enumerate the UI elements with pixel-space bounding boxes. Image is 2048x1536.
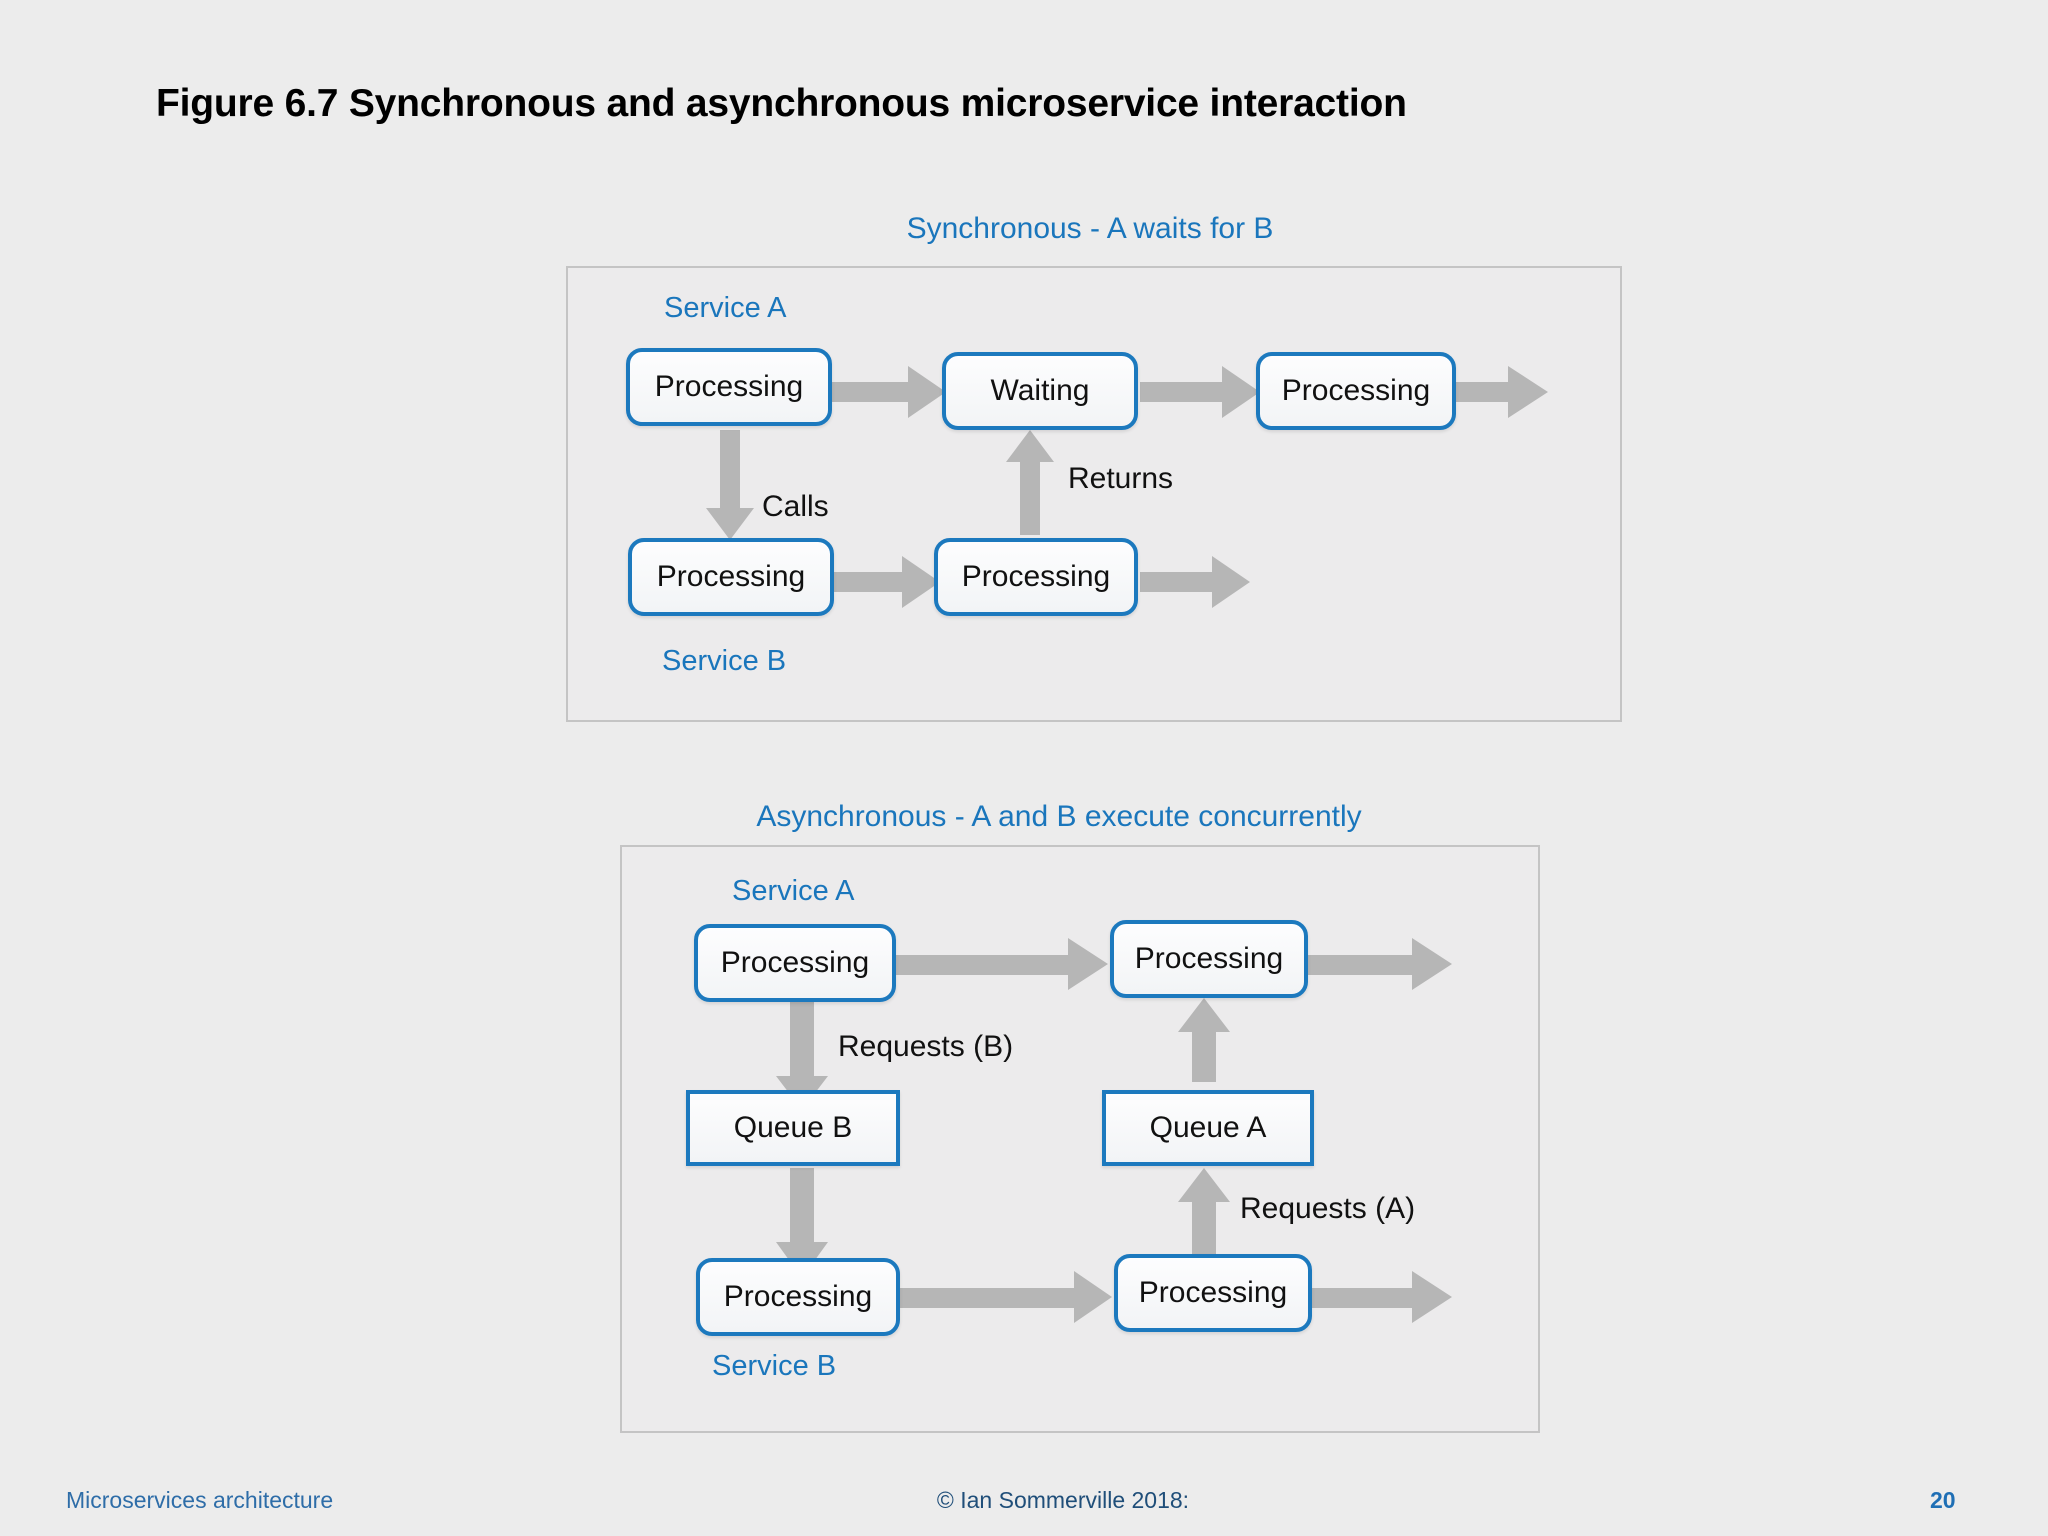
node-label: Processing <box>723 1280 873 1313</box>
node-async-b1[interactable]: Processing <box>696 1258 900 1336</box>
service-a-label-synchronous: Service A <box>664 292 787 324</box>
node-label: Processing <box>961 560 1111 593</box>
edge-label-returns: Returns <box>1068 462 1174 495</box>
node-async-a1[interactable]: Processing <box>694 924 896 1002</box>
edge-label-calls: Calls <box>762 490 829 523</box>
footer-left-text: Microservices architecture <box>66 1487 334 1513</box>
node-label: Waiting <box>990 374 1090 407</box>
node-sync-a2[interactable]: Waiting <box>942 352 1138 430</box>
service-b-label-asynchronous: Service B <box>712 1350 837 1382</box>
node-label: Queue A <box>1149 1111 1267 1144</box>
footer-copyright-text: © Ian Sommerville 2018: <box>936 1487 1190 1513</box>
node-label: Processing <box>720 946 870 979</box>
service-b-label-synchronous: Service B <box>662 645 787 677</box>
page-title: Figure 6.7 Synchronous and asynchronous … <box>156 82 1407 125</box>
node-async-queue-b[interactable]: Queue B <box>686 1090 900 1166</box>
node-label: Queue B <box>733 1111 853 1144</box>
node-async-queue-a[interactable]: Queue A <box>1102 1090 1314 1166</box>
node-sync-a3[interactable]: Processing <box>1256 352 1456 430</box>
edge-label-requests-b: Requests (B) <box>838 1030 1014 1063</box>
node-sync-a1[interactable]: Processing <box>626 348 832 426</box>
node-label: Processing <box>1281 374 1431 407</box>
node-async-a2[interactable]: Processing <box>1110 920 1308 998</box>
service-a-label-asynchronous: Service A <box>732 875 855 907</box>
footer-page-number: 20 <box>1930 1487 1956 1513</box>
node-label: Processing <box>1134 942 1284 975</box>
node-label: Processing <box>656 560 806 593</box>
node-label: Processing <box>1138 1276 1288 1309</box>
node-sync-b1[interactable]: Processing <box>628 538 834 616</box>
section-heading-asynchronous: Asynchronous - A and B execute concurren… <box>756 800 1362 833</box>
node-sync-b2[interactable]: Processing <box>934 538 1138 616</box>
edge-label-requests-a: Requests (A) <box>1240 1192 1416 1225</box>
section-heading-synchronous: Synchronous - A waits for B <box>906 212 1274 245</box>
node-label: Processing <box>654 370 804 403</box>
node-async-b2[interactable]: Processing <box>1114 1254 1312 1332</box>
